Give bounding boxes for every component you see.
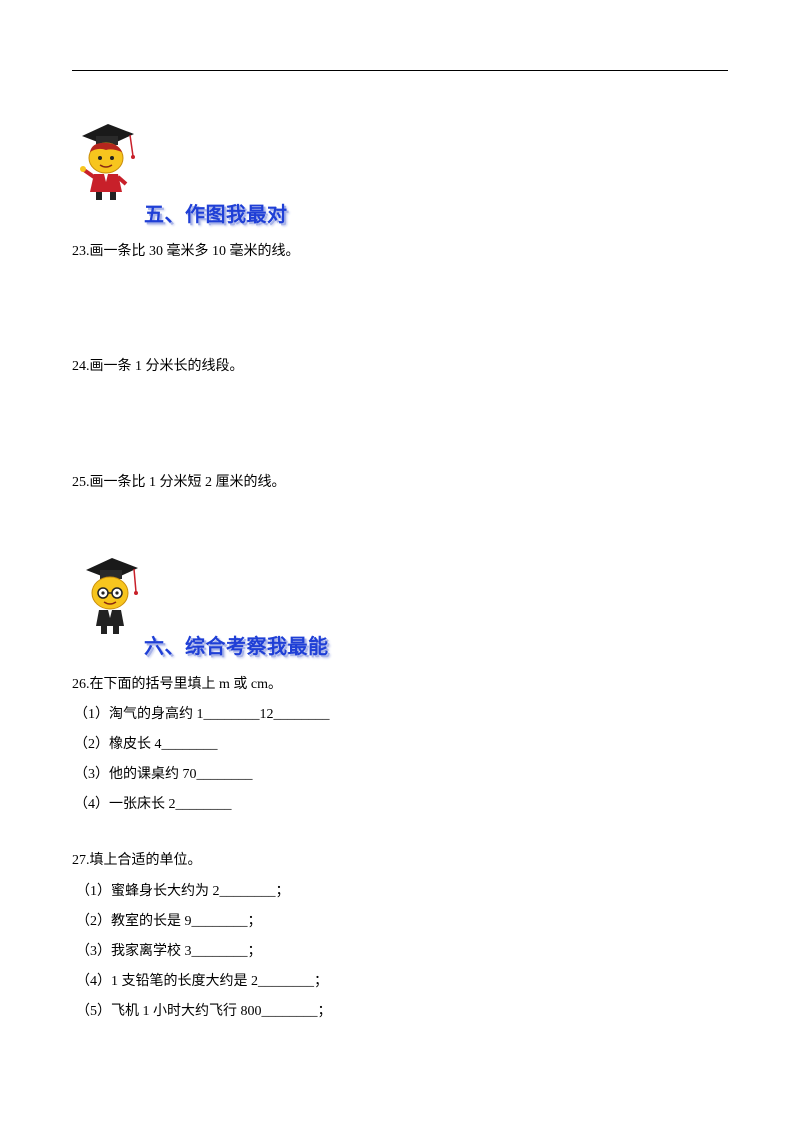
question-26-item: （2）橡皮长 4________ xyxy=(74,737,218,752)
question-27-item: （4）1 支铅笔的长度大约是 2________； xyxy=(76,974,328,989)
section-6-title: 六、综合考察我最能 xyxy=(144,634,329,658)
graduate-mascot-glasses-icon xyxy=(86,558,138,634)
question-25: 25.画一条比 1 分米短 2 厘米的线。 xyxy=(72,475,286,490)
graduate-mascot-icon xyxy=(80,124,135,200)
question-26-item: （4）一张床长 2________ xyxy=(74,797,232,812)
question-24: 24.画一条 1 分米长的线段。 xyxy=(72,359,244,374)
question-26-item: （3）他的课桌约 70________ xyxy=(74,767,253,782)
question-27-item: （2）教室的长是 9________； xyxy=(76,914,262,929)
question-23: 23.画一条比 30 毫米多 10 毫米的线。 xyxy=(72,244,300,259)
question-27-item: （1）蜜蜂身长大约为 2________； xyxy=(76,884,290,899)
question-27-item: （5）飞机 1 小时大约飞行 800________； xyxy=(76,1004,332,1019)
question-26-item: （1）淘气的身高约 1________12________ xyxy=(74,707,330,722)
question-27-item: （3）我家离学校 3________； xyxy=(76,944,262,959)
question-26-title: 26.在下面的括号里填上 m 或 cm。 xyxy=(72,677,282,692)
section-5-title: 五、作图我最对 xyxy=(144,202,288,226)
question-27-title: 27.填上合适的单位。 xyxy=(72,853,202,868)
top-divider xyxy=(72,70,728,71)
